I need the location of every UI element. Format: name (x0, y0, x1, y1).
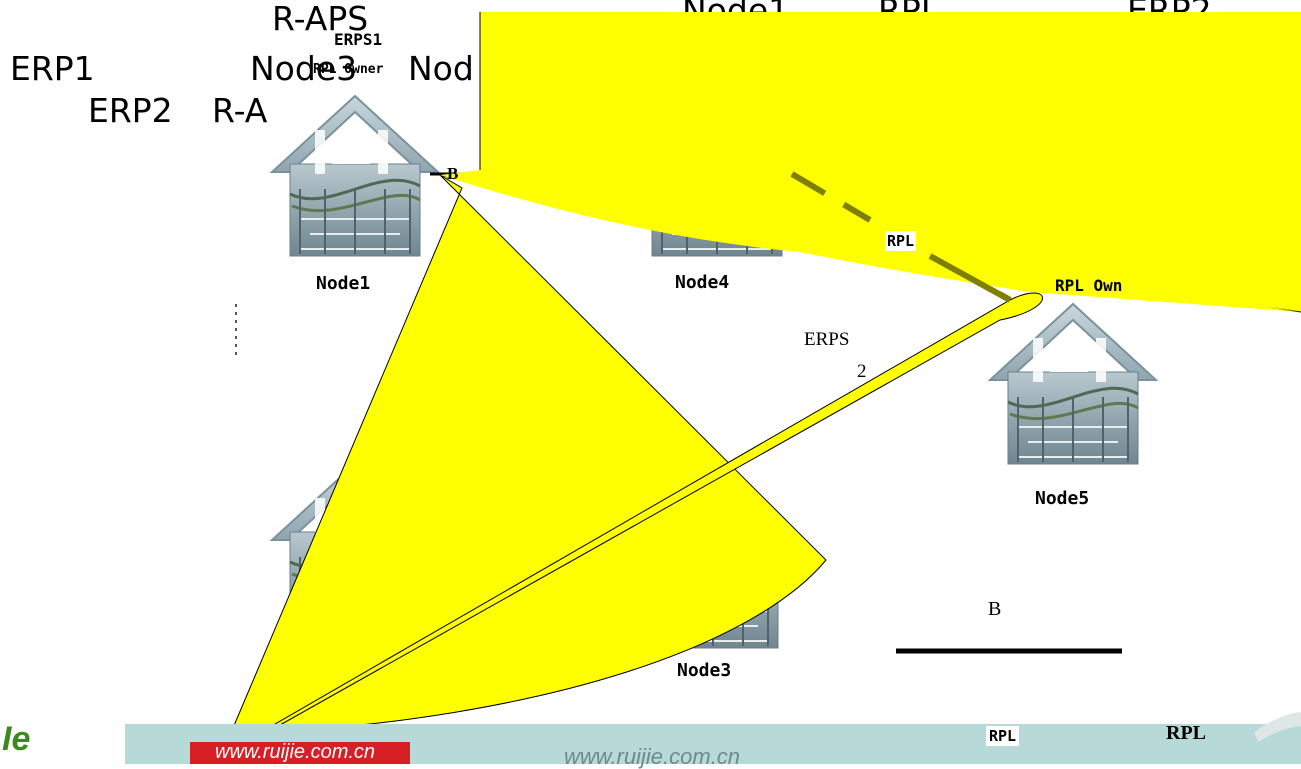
footer-corner-arc (1250, 712, 1301, 764)
rpl-link-label: RPL (885, 231, 916, 251)
legend-b-label: B (988, 598, 1001, 621)
footer-url-red: www.ruijie.com.cn (215, 742, 375, 762)
port-b-label: B (447, 164, 458, 184)
legend-rpl-box-label: RPL (986, 726, 1019, 746)
footer-logo: Ie (2, 722, 30, 756)
erps2-number: 2 (857, 361, 867, 383)
callout-wedge-left (230, 175, 826, 735)
footer-url: www.ruijie.com.cn (564, 746, 740, 768)
rpl-owner-label-node5: RPL Own (1055, 276, 1122, 295)
callout-box-top (480, 12, 1301, 312)
erps2-label: ERPS (804, 329, 849, 351)
legend-rpl-text: RPL (1166, 722, 1206, 745)
